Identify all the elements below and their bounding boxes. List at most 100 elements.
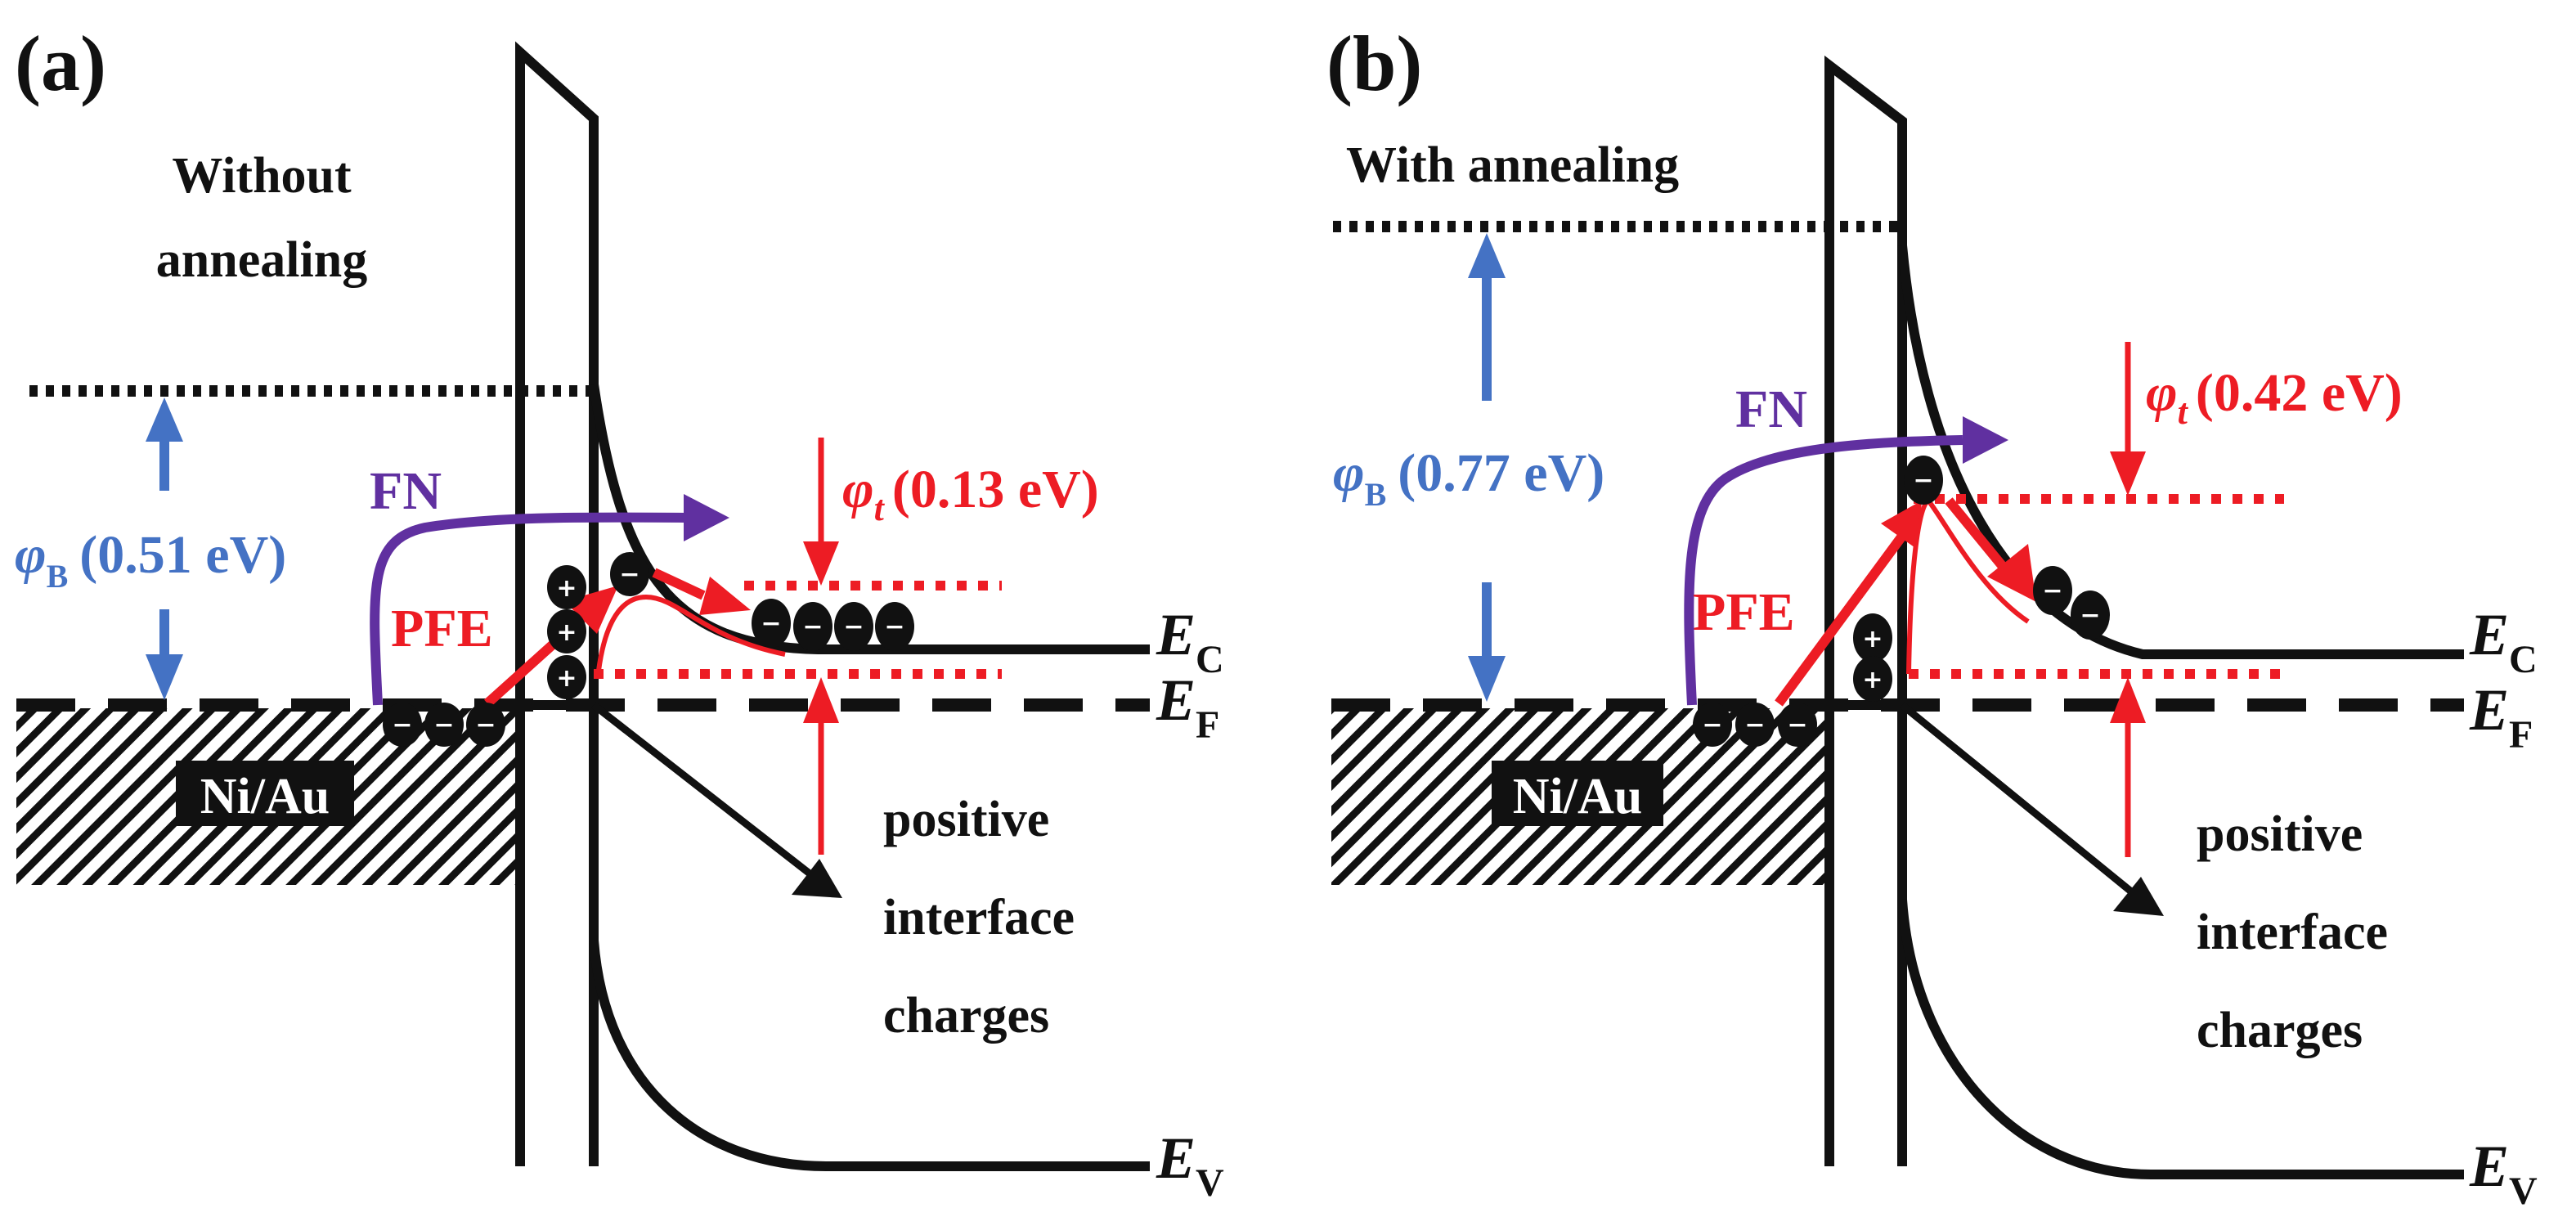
svg-text:−: − <box>392 711 412 739</box>
barrier-height-arrow <box>146 397 183 700</box>
trapped-electron: − <box>1904 456 1943 505</box>
valence-band-edge <box>589 940 1150 1171</box>
svg-text:−: − <box>884 613 904 641</box>
pfe-label: PFE <box>1693 582 1795 642</box>
valence-band-edge <box>1897 899 2464 1179</box>
ef-label: EF <box>2469 677 2533 757</box>
interface-note-line2: interface <box>883 890 1075 945</box>
interface-note-line3: charges <box>883 988 1049 1044</box>
positive-charge: + <box>1853 656 1892 702</box>
fn-tunneling-path <box>1684 435 1963 706</box>
svg-text:−: − <box>802 613 823 641</box>
svg-text:−: − <box>2042 577 2062 605</box>
electron: − <box>383 703 422 747</box>
positive-charge: + <box>547 655 586 699</box>
interface-note-line3: charges <box>2197 1003 2363 1058</box>
interface-pointer-line <box>591 702 812 877</box>
svg-text:−: − <box>1913 466 1933 495</box>
panel-b: (b) With annealing Ni/Au EC EF EV φB(0.7… <box>1326 20 2538 1208</box>
electron: − <box>834 602 873 651</box>
electron: − <box>793 602 832 651</box>
condition-label-line2: annealing <box>156 232 367 288</box>
panel-label: (a) <box>15 20 106 107</box>
electron: − <box>752 599 791 648</box>
svg-text:−: − <box>433 711 454 739</box>
ec-label: EC <box>2469 602 2538 681</box>
conduction-electrons: − − − − <box>752 599 914 651</box>
barrier-height-arrow <box>1468 233 1506 702</box>
interface-note-line2: interface <box>2197 905 2388 960</box>
svg-text:−: − <box>1744 711 1765 739</box>
fn-arrow-head <box>684 494 729 541</box>
svg-text:+: + <box>556 574 577 603</box>
electron: − <box>875 602 914 651</box>
barrier-arrow-down-head <box>1468 656 1506 702</box>
svg-text:+: + <box>556 664 577 693</box>
positive-charge: + <box>547 565 586 609</box>
pfe-label: PFE <box>391 599 493 658</box>
panel-a: (a) Without annealing Ni/Au EC EF EV φB(… <box>15 20 1224 1205</box>
interface-positive-charges: + + + <box>547 565 586 699</box>
electron: − <box>1735 703 1775 747</box>
barrier-height-label: φB(0.77 eV) <box>1333 443 1604 513</box>
trap-arrow-down-head <box>2110 451 2146 496</box>
fn-label: FN <box>1735 379 1807 439</box>
ev-label: EV <box>1156 1125 1224 1205</box>
oxide-barrier <box>515 41 599 1166</box>
trap-hop-arrow <box>1945 497 2012 576</box>
positive-charge: + <box>547 609 586 653</box>
condition-label: With annealing <box>1346 137 1679 193</box>
trap-hop-arrow-head <box>699 577 751 615</box>
barrier-arrow-down-head <box>146 654 183 700</box>
interface-pointer-line <box>1900 702 2134 895</box>
metal-label-box <box>176 761 354 826</box>
metal-label: Ni/Au <box>200 769 330 824</box>
fn-arrow-head <box>1963 416 2008 464</box>
trap-arrow-up-head <box>803 677 839 723</box>
trap-arrow-up-head <box>2110 677 2146 723</box>
trap-hop-arrow <box>652 568 706 600</box>
svg-text:−: − <box>1787 711 1807 739</box>
metal-electrons: − − − <box>383 703 505 747</box>
trap-hop-arrow-head <box>1987 544 2036 602</box>
interface-pointer-head <box>2113 877 2164 916</box>
electron: − <box>1778 703 1817 747</box>
svg-text:−: − <box>475 711 496 739</box>
trap-level-label: φt(0.42 eV) <box>2146 363 2403 432</box>
fn-tunneling-path <box>370 512 688 706</box>
trap-emission-curve <box>596 594 786 671</box>
svg-text:+: + <box>1862 625 1883 653</box>
svg-text:+: + <box>556 618 577 647</box>
trapped-electron: − <box>610 552 649 596</box>
metal-electrons: − − − <box>1693 703 1817 747</box>
electron: − <box>424 703 464 747</box>
svg-text:−: − <box>2080 601 2100 630</box>
electron: − <box>2033 566 2072 615</box>
trap-level-label: φt(0.13 eV) <box>842 460 1099 528</box>
metal-label: Ni/Au <box>1513 769 1642 824</box>
svg-text:−: − <box>619 560 640 589</box>
barrier-height-label: φB(0.51 eV) <box>15 525 286 595</box>
pfe-arrow-head <box>1881 501 1922 550</box>
pfe-path <box>1775 528 1910 707</box>
oxide-barrier <box>1824 55 1907 1166</box>
barrier-arrow-up-head <box>146 397 183 442</box>
electron: − <box>1693 703 1732 747</box>
conduction-band-edge <box>1897 245 2464 659</box>
conduction-electrons: − − <box>2033 566 2110 640</box>
ef-label: EF <box>1156 667 1219 747</box>
metal-label-box <box>1492 761 1663 826</box>
interface-pointer-head <box>792 859 842 898</box>
positive-charge: + <box>1853 613 1892 662</box>
interface-note-line1: positive <box>2197 806 2363 862</box>
condition-label-line1: Without <box>172 148 352 204</box>
interface-note-line1: positive <box>883 792 1049 847</box>
panel-label: (b) <box>1326 20 1422 107</box>
interface-positive-charges: + + <box>1853 613 1892 702</box>
ev-label: EV <box>2469 1134 2538 1208</box>
fn-label: FN <box>370 461 442 521</box>
electron: − <box>466 703 505 747</box>
trap-arrow-down-head <box>803 541 839 586</box>
electron: − <box>2071 591 2110 640</box>
